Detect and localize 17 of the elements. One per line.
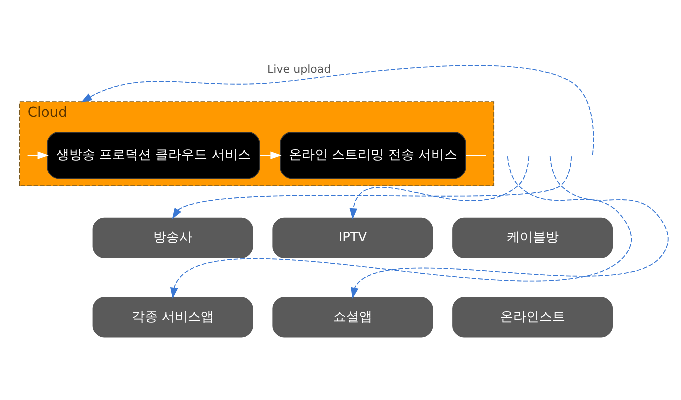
node-box: 온라인 스트리밍 전송 서비스 [280,132,466,180]
node-box: 각종 서비스앱 [92,297,254,338]
node-box: 온라인스트 [452,297,614,338]
edge-label: Live upload [268,63,332,76]
node-box: IPTV [272,218,434,258]
connector [466,155,487,156]
arrow [27,152,49,160]
arrow [81,65,594,156]
arrow [351,156,669,300]
arrow [350,156,530,220]
node-box: 쇼셜앱 [272,297,434,338]
arrow [172,156,572,220]
arrow [170,156,632,300]
node-box: 생방송 프로덕션 클라우드 서비스 [47,132,260,180]
node-box: 방송사 [92,218,254,258]
node-box: 케이블방 [452,218,614,258]
arrow [260,152,282,160]
